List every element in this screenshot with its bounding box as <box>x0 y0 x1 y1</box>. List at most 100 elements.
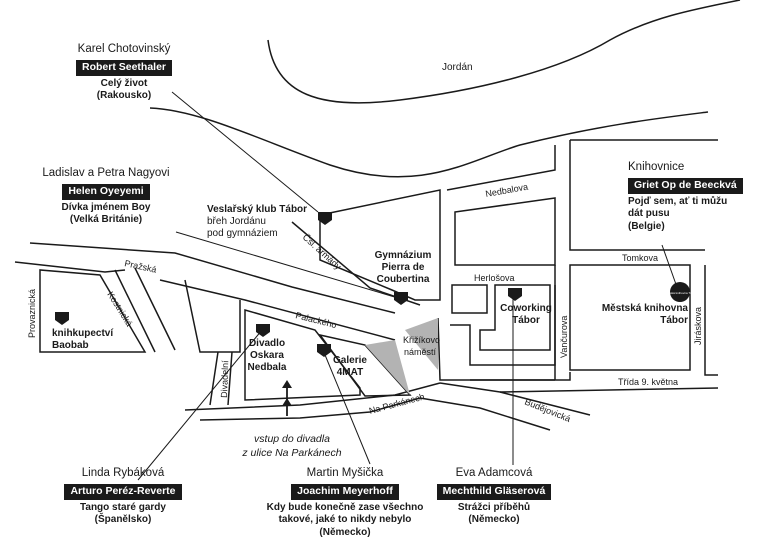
place-baobab: knihkupectví Baobab <box>52 328 113 352</box>
street-prazska-north <box>29 242 396 314</box>
place-veslarsky-name: Veslařský klub Tábor <box>207 204 308 215</box>
entry-note-line2: z ulice Na Parkánech <box>242 447 342 460</box>
block-library-north <box>569 139 718 251</box>
street-label-tomkova: Tomkova <box>622 253 658 263</box>
place-veslarsky: Veslařský klub Tábor břeh Jordánu pod gy… <box>207 204 307 240</box>
place-coworking-1: Coworking <box>500 303 552 314</box>
leader-nagyovi <box>175 231 399 299</box>
street-trida-edge-south <box>499 387 719 393</box>
reader-name: Linda Rybáková <box>81 467 165 479</box>
book-title: Dívka jménem Boy <box>61 201 151 213</box>
street-na-parkanech-south <box>199 397 421 421</box>
pin-divadlo <box>256 324 270 337</box>
block-herlosova-left <box>451 284 488 314</box>
book-country: (Velká Británie) <box>69 214 143 225</box>
leader-mysicka <box>322 349 371 465</box>
street-label-kostnicka: Kostnická <box>105 290 134 328</box>
street-palackeho-south <box>159 279 396 341</box>
reader-name: Knihovnice <box>628 161 685 173</box>
book-title: Pojď sem, ať ti můžu <box>628 195 728 207</box>
book-country: (Německo) <box>468 514 520 525</box>
library-logo-text: Městská knihovna Tábor <box>664 291 697 295</box>
krizikovo-square <box>365 340 410 395</box>
reader-name: Ladislav a Petra Nagyovi <box>42 167 170 179</box>
street-label-csl-armady: Čsl. armády <box>301 232 344 272</box>
street-prazska-south <box>14 261 126 273</box>
street-budejovicka-north <box>439 382 591 416</box>
label-knihovnice: Knihovnice Griet Op de Beeckvá Pojď sem,… <box>628 160 746 233</box>
entry-arrow-lower <box>282 398 292 416</box>
krizikovo-square-east <box>405 318 438 370</box>
street-label-budejovicka: Budějovická <box>523 397 572 424</box>
pin-veslarsky <box>318 212 332 225</box>
entry-arrow-upper <box>282 380 292 400</box>
place-veslarsky-note1: břeh Jordánu <box>207 216 266 227</box>
street-label-krizikovo-2: náměstí <box>404 347 437 357</box>
book-country: (Belgie) <box>628 220 665 232</box>
block-jiraskova-east <box>704 265 718 376</box>
leader-rybakova <box>137 329 263 481</box>
block-library <box>569 264 691 371</box>
leader-chotovinsky <box>171 91 319 213</box>
block-nedbalova-south <box>454 197 556 266</box>
place-divadlo-2: Oskara <box>250 350 284 361</box>
river-bank-south <box>149 107 709 178</box>
book-title-2: dát pusu <box>628 208 670 219</box>
block-coworking <box>479 284 551 351</box>
street-trida-edge-north <box>470 372 571 381</box>
street-na-parkanech-north <box>184 382 441 411</box>
label-chotovinsky: Karel Chotovinský Robert Seethaler Celý … <box>68 42 180 103</box>
book-title: Tango staré gardy <box>80 501 166 513</box>
street-label-provaznicka: Provaznická <box>27 289 37 338</box>
street-label-nedbalova: Nedbalova <box>485 182 529 199</box>
author-badge: Robert Seethaler <box>75 60 173 76</box>
block-east-herlosova <box>437 317 555 381</box>
street-label-herlosova: Herlošova <box>474 273 515 283</box>
place-knihovna: Městská knihovna Tábor <box>588 303 688 327</box>
street-label-krizikovo-1: Křižíkovo <box>403 335 440 345</box>
leader-knihovnice <box>661 244 679 291</box>
place-gymnazium: Gymnázium Pierra de Coubertina <box>368 250 438 286</box>
place-gymnazium-1: Gymnázium <box>374 250 432 261</box>
place-galerie-2: 4MAT <box>336 367 364 378</box>
place-veslarsky-note2: pod gymnáziem <box>207 228 278 239</box>
place-baobab-2: Baobab <box>52 340 89 351</box>
entry-note: vstup do divadla z ulice Na Parkánech <box>222 432 362 460</box>
book-title: Celý život <box>100 77 148 89</box>
block-nedbalova-north <box>446 145 556 191</box>
book-country: (Rakousko) <box>96 90 152 101</box>
street-budejovicka-south <box>419 397 551 431</box>
place-gymnazium-3: Coubertina <box>376 274 430 285</box>
pin-coworking <box>508 288 522 301</box>
place-coworking-2: Tábor <box>512 315 540 326</box>
book-country: (Španělsko) <box>94 514 152 525</box>
pin-galerie <box>317 344 331 357</box>
river-bank-north <box>267 0 741 104</box>
author-badge: Joachim Meyerhoff <box>291 484 399 500</box>
reader-name: Karel Chotovinský <box>77 43 171 55</box>
street-label-palackeho: Palackého <box>295 310 338 330</box>
place-divadlo-1: Divadlo <box>248 338 286 349</box>
street-label-prazska: Pražská <box>124 258 158 275</box>
place-coworking: Coworking Tábor <box>494 303 558 327</box>
label-nagyovi: Ladislav a Petra Nagyovi Helen Oyeyemi D… <box>36 166 176 227</box>
street-divadelni <box>209 351 233 406</box>
place-divadlo: Divadlo Oskara Nedbala <box>243 338 291 374</box>
place-knihovna-2: Tábor <box>660 315 688 326</box>
book-title-2: takové, jaké to nikdy nebylo <box>278 514 412 525</box>
street-kostnicka <box>114 267 176 353</box>
label-mysicka: Martin Myšička Joachim Meyerhoff Kdy bud… <box>252 466 438 539</box>
entry-note-line1: vstup do divadla <box>254 433 330 445</box>
block-divadlo <box>244 309 361 401</box>
place-divadlo-3: Nedbala <box>247 362 287 373</box>
library-logo-icon <box>670 282 690 302</box>
book-country: (Německo) <box>319 526 371 538</box>
river-label: Jordán <box>442 62 473 73</box>
book-title: Kdy bude konečně zase všechno <box>266 501 424 513</box>
book-title: Strážci příběhů <box>457 501 531 513</box>
author-badge: Mechthild Gläserová <box>436 484 552 500</box>
place-galerie: Galerie 4MAT <box>325 355 375 379</box>
place-gymnazium-2: Pierra de <box>381 262 425 273</box>
place-knihovna-1: Městská knihovna <box>601 303 688 314</box>
